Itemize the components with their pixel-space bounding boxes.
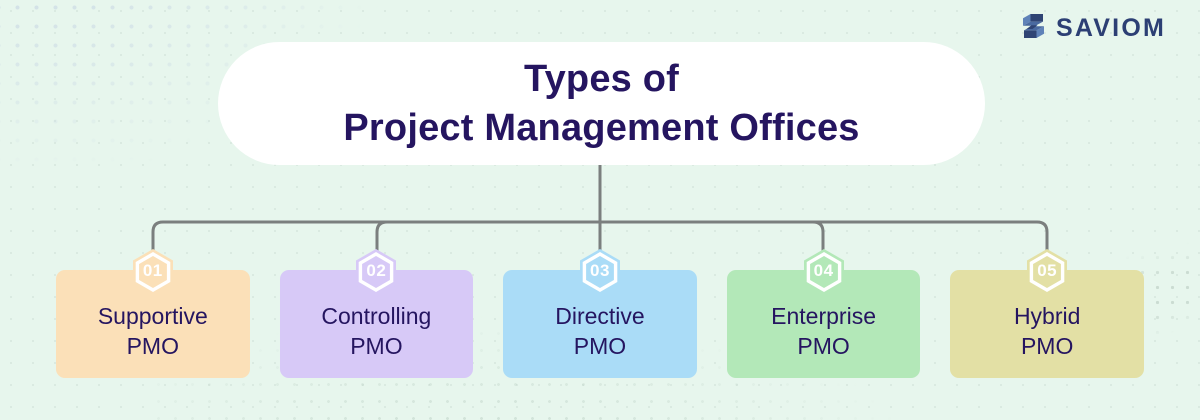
card-label-line2-2: PMO: [350, 333, 403, 359]
page-title-line2: Project Management Offices: [343, 106, 860, 149]
hexagon-badge-1: 01: [131, 248, 175, 298]
badge-number-2: 02: [366, 261, 387, 280]
card-body-5[interactable]: Hybrid PMO: [950, 270, 1144, 378]
badge-number-3: 03: [590, 261, 610, 280]
pmo-type-cards: 01 Supportive PMO 02 Controlling PMO: [56, 249, 1144, 378]
brand-logo: SAVIOM: [1020, 12, 1166, 45]
card-body-2[interactable]: Controlling PMO: [279, 270, 474, 378]
card-label-line1-1: Supportive: [97, 302, 208, 329]
pmo-card-3[interactable]: 03 Directive PMO: [503, 249, 697, 378]
badge-number-5: 05: [1037, 261, 1058, 280]
brand-name: SAVIOM: [1056, 14, 1166, 42]
hexagon-badge-3: 03: [578, 248, 622, 298]
hexagon-badge-2: 02: [354, 248, 398, 298]
card-label-line1-2: Controlling: [321, 302, 432, 329]
hexagon-badge-4: 04: [802, 248, 846, 298]
card-label-line1-3: Directive: [555, 302, 645, 329]
title-pill: Types of Project Management Offices: [218, 42, 985, 165]
card-label-line2-4: PMO: [797, 333, 850, 359]
page-title-line1: Types of: [523, 57, 680, 100]
pmo-card-5[interactable]: 05 Hybrid PMO: [950, 249, 1144, 378]
saviom-cube-s-logo-icon: [1020, 12, 1047, 45]
card-label-line2-5: PMO: [1020, 333, 1074, 359]
card-label-line2-3: PMO: [573, 333, 627, 359]
pmo-card-1[interactable]: 01 Supportive PMO: [56, 249, 250, 378]
card-label-line1-4: Enterprise: [771, 302, 876, 329]
hexagon-badge-5: 05: [1025, 248, 1069, 298]
pmo-card-2[interactable]: 02 Controlling PMO: [279, 249, 474, 378]
card-label-line2-1: PMO: [126, 333, 179, 359]
badge-number-4: 04: [813, 261, 834, 280]
pmo-card-4[interactable]: 04 Enterprise PMO: [726, 249, 921, 378]
card-label-line1-5: Hybrid: [1013, 302, 1081, 329]
badge-number-1: 01: [142, 261, 163, 280]
card-body-4[interactable]: Enterprise PMO: [726, 270, 921, 378]
